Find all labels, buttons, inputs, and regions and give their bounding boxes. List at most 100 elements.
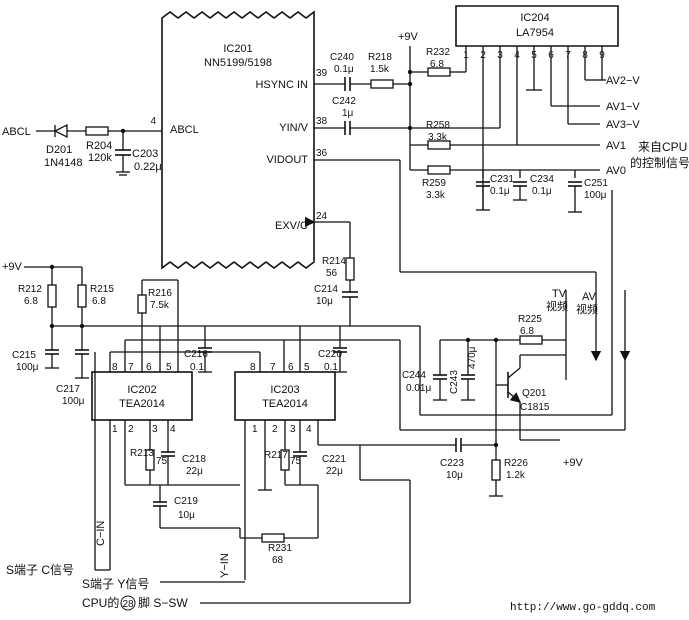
r226-ref: R226 xyxy=(504,458,528,469)
c244-val: 0.01μ xyxy=(406,383,431,394)
c203-ref: C203 xyxy=(132,148,158,160)
c220: C220 0.1 xyxy=(318,312,440,431)
d201-ref: D201 xyxy=(46,144,72,156)
c243-ref: C243 xyxy=(449,370,460,394)
c215-val: 100μ xyxy=(16,362,39,373)
r216-ref: R216 xyxy=(148,288,172,299)
ic202-pin6: 6 xyxy=(146,362,152,373)
vidout-line xyxy=(314,159,602,362)
c231-val: 0.1μ xyxy=(490,186,510,197)
ic202-pin5: 5 xyxy=(166,362,172,373)
cpu-sw-post: 脚 S−SW xyxy=(138,595,188,610)
c203-val: 0.22μ xyxy=(134,161,162,173)
r214-val: 56 xyxy=(326,268,338,279)
r215-val: 6.8 xyxy=(92,296,106,307)
r218-ref: R218 xyxy=(368,52,392,63)
r204-val: 120k xyxy=(88,152,112,164)
r214-ref: R214 xyxy=(322,256,346,267)
ic204-name: IC204 xyxy=(520,12,549,24)
r216-val: 7.5k xyxy=(150,300,170,311)
c231-ref: C231 xyxy=(490,174,514,185)
ic201-pin-yin: YIN/V xyxy=(279,122,308,134)
c244-ref: C244 xyxy=(402,370,426,381)
ic204-periphery: +9V R232 6.8 R258 3.3k R259 3.3k xyxy=(398,31,689,213)
c234-val: 0.1μ xyxy=(532,186,552,197)
ic203-pin7: 7 xyxy=(270,362,276,373)
av2v-label: AV2−V xyxy=(606,75,640,87)
abcl-input: ABCL D201 1N4148 R204 120k C203 0.22μ xyxy=(2,123,162,176)
vcc-q201-label: +9V xyxy=(563,457,584,469)
ic202-pin8: 8 xyxy=(112,362,118,373)
c234-ref: C234 xyxy=(530,174,554,185)
q201-ref: Q201 xyxy=(522,388,547,399)
ic201: IC201 NN5199/5198 ABCL HSYNC IN YIN/V VI… xyxy=(150,10,328,270)
c216-ref: C216 xyxy=(184,349,208,360)
left-supply: +9V R212 6.8 R215 6.8 C215 100μ C217 100… xyxy=(2,261,420,407)
ic201-pin-hsync: HSYNC IN xyxy=(255,79,308,91)
ic201-part: NN5199/5198 xyxy=(204,57,272,69)
ic201-pinnum-vidout: 36 xyxy=(316,148,328,159)
r232-ref: R232 xyxy=(426,47,450,58)
c220-val: 0.1 xyxy=(324,362,338,373)
r231-val: 68 xyxy=(272,555,284,566)
ic201-name: IC201 xyxy=(223,43,252,55)
r216: R216 7.5k xyxy=(137,279,179,372)
r204-symbol xyxy=(85,126,109,136)
ic202-pin3: 3 xyxy=(152,424,158,435)
av1-label: AV1 xyxy=(606,140,626,152)
c242-ref: C242 xyxy=(332,96,356,107)
ic203-pin5: 5 xyxy=(304,362,310,373)
abcl-input-label: ABCL xyxy=(2,126,31,138)
ic201-pin-vidout: VIDOUT xyxy=(266,154,308,166)
c217-ref: C217 xyxy=(56,384,80,395)
av-label-1: AV xyxy=(582,291,597,303)
ic201-pinnum-abcl: 4 xyxy=(150,116,156,127)
c219-val: 10μ xyxy=(178,510,195,521)
r225-ref: R225 xyxy=(518,314,542,325)
ic203: IC203 TEA2014 8 7 6 5 1 2 3 4 R217 75 C2… xyxy=(110,326,450,580)
r204-ref: R204 xyxy=(86,140,112,152)
c251-val: 100μ xyxy=(584,190,607,201)
ic204-part: LA7954 xyxy=(516,27,554,39)
c218-ref: C218 xyxy=(182,454,206,465)
ic202: IC202 TEA2014 8 7 6 5 1 2 3 4 R213 75 C2… xyxy=(91,326,240,560)
r258-val: 3.3k xyxy=(428,132,448,143)
r212-ref: R212 xyxy=(18,284,42,295)
ic203-part: TEA2014 xyxy=(262,398,308,410)
c242-val: 1μ xyxy=(342,108,354,119)
av3v-label: AV3−V xyxy=(606,119,640,131)
r259-ref: R259 xyxy=(422,178,446,189)
q201-val: C1815 xyxy=(520,402,550,413)
cpu-ctrl-line2: 的控制信号 xyxy=(630,155,689,170)
r212-val: 6.8 xyxy=(24,296,38,307)
ic202-pin7: 7 xyxy=(128,362,134,373)
r259-val: 3.3k xyxy=(426,190,446,201)
c215-ref: C215 xyxy=(12,350,36,361)
ic203-pin1: 1 xyxy=(252,424,258,435)
c216: C216 0.1 xyxy=(184,326,212,373)
hsync-chain: C240 0.1μ R218 1.5k xyxy=(314,52,410,91)
cpu-ctrl-line1: 来自CPU xyxy=(638,140,687,154)
ic203-pin6: 6 xyxy=(288,362,294,373)
ic201-pin-abcl: ABCL xyxy=(170,124,199,136)
cpu-sw-pin: 28 xyxy=(122,599,134,610)
right-signal-lines: TV 视频 AV 视频 xyxy=(420,190,631,431)
c214-ref: C214 xyxy=(314,284,338,295)
ic203-name: IC203 xyxy=(270,384,299,396)
c223-ref: C223 xyxy=(440,458,464,469)
s-c-label: S端子 C信号 xyxy=(6,563,74,577)
c251-ref: C251 xyxy=(584,178,608,189)
ic203-pin4: 4 xyxy=(306,424,312,435)
av1v-label: AV1−V xyxy=(606,101,640,113)
av-label-2: 视频 xyxy=(576,302,598,316)
r217-val: 75 xyxy=(290,456,302,467)
exv-chain: R214 56 C214 10μ xyxy=(304,216,358,312)
r226-val: 1.2k xyxy=(506,470,526,481)
vcc-left-label: +9V xyxy=(2,261,23,273)
ic202-pin2: 2 xyxy=(128,424,134,435)
watermark-url: http://www.go-gddq.com xyxy=(510,602,656,614)
ic201-pinnum-exv: 24 xyxy=(316,211,328,222)
r231-ref: R231 xyxy=(268,543,292,554)
